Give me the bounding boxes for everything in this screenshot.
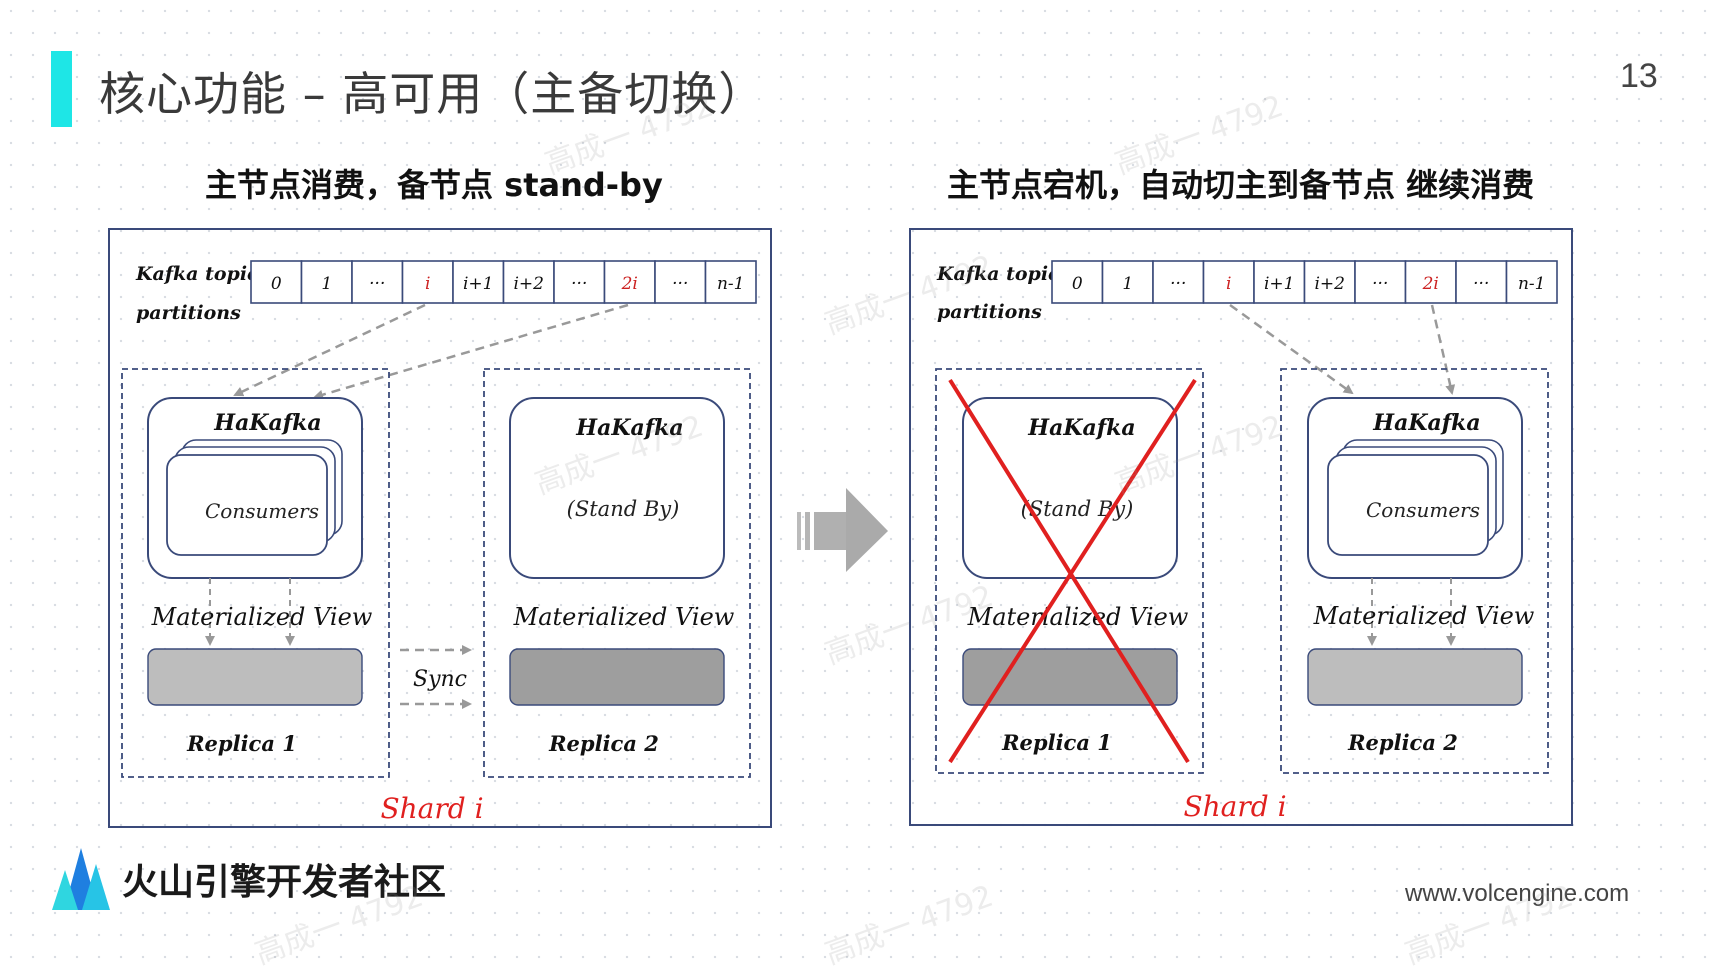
partition-cell <box>1152 260 1205 304</box>
right-replica1-name: Replica 1 <box>1001 730 1112 755</box>
partition-label: i <box>425 274 430 294</box>
page-number: 13 <box>1620 57 1658 95</box>
right-replica1-hakafka: HaKafka <box>1027 415 1135 441</box>
failure-cross-line-2 <box>948 378 1197 764</box>
right-replica2-mv: Materialized View <box>1313 602 1535 630</box>
partition-label: i <box>1226 274 1231 294</box>
left-partition-row: 0 1 ··· i i+1 i+2 ··· 2i ··· n-1 <box>250 260 757 304</box>
left-topic-label: Kafka topic <box>135 263 259 285</box>
partition-label: 1 <box>1122 274 1133 294</box>
partition-label: 0 <box>271 274 282 294</box>
partition-cell <box>250 260 303 304</box>
partition-label: 1 <box>321 274 332 294</box>
partition-label: ··· <box>1473 274 1489 294</box>
left-replica2-hakafka: HaKafka <box>575 415 683 441</box>
partition-label: 2i <box>1422 274 1439 294</box>
partition-label: i+1 <box>1264 274 1295 294</box>
right-topic-label: Kafka topic <box>936 263 1060 285</box>
left-replica1-table <box>147 648 363 706</box>
left-arrow-2i <box>313 303 629 400</box>
left-replica2-standby: (Stand By) <box>567 497 680 521</box>
partition-label: i+2 <box>1315 274 1346 294</box>
partition-label: i+1 <box>463 274 494 294</box>
partition-cell <box>502 260 555 304</box>
partition-cell <box>1101 260 1154 304</box>
left-replica2-box <box>483 368 751 778</box>
partition-cell <box>401 260 454 304</box>
partition-label: n-1 <box>717 274 745 294</box>
partition-label: n-1 <box>1518 274 1546 294</box>
volcano-logo-icon <box>52 848 110 910</box>
title-accent-bar <box>51 51 72 127</box>
consumer-card-front <box>1327 454 1489 556</box>
failure-cross-line-1 <box>948 378 1190 764</box>
brand-logo: 火山引擎开发者社区 <box>52 848 446 910</box>
right-partitions-label: partitions <box>937 301 1042 323</box>
right-shard-label: Shard i <box>1183 790 1286 823</box>
right-replica1-box <box>935 368 1204 774</box>
right-outer-box <box>909 228 1573 826</box>
right-replica2-table <box>1307 648 1523 706</box>
footer-url: www.volcengine.com <box>1405 880 1630 907</box>
partition-label: ··· <box>672 274 688 294</box>
right-replica2-hakafka: HaKafka <box>1372 410 1480 436</box>
right-panel: Kafka topic partitions 0 1 ··· i i+1 i+2 ··· 2i… <box>909 228 1573 826</box>
brand-name: 火山引擎开发者社区 <box>122 862 447 903</box>
sync-label: Sync <box>413 667 467 692</box>
partition-cell <box>704 260 757 304</box>
left-heading: 主节点消费，备节点 stand-by <box>205 166 663 204</box>
consumer-card-front <box>166 454 328 556</box>
left-partitions-label: partitions <box>136 302 241 324</box>
left-arrow-i <box>233 303 426 397</box>
partition-label: 0 <box>1072 274 1083 294</box>
left-replica2-mv: Materialized View <box>513 603 735 631</box>
left-replica2-hakafka-box <box>509 397 725 579</box>
right-replica2-box <box>1280 368 1549 774</box>
right-arrow-2i <box>1430 304 1456 395</box>
partition-cell <box>1404 260 1457 304</box>
partition-cell <box>1455 260 1508 304</box>
left-replica2-table <box>509 648 725 706</box>
partition-cell <box>1202 260 1255 304</box>
partition-label: ··· <box>1170 274 1186 294</box>
partition-cell <box>1505 260 1558 304</box>
partition-cell <box>603 260 656 304</box>
left-replica1-mv: Materialized View <box>151 603 373 631</box>
partition-label: i+2 <box>514 274 545 294</box>
right-replica1-mv: Materialized View <box>967 603 1189 631</box>
partition-cell <box>351 260 404 304</box>
left-replica1-box <box>121 368 390 778</box>
right-partition-row: 0 1 ··· i i+1 i+2 ··· 2i ··· n-1 <box>1051 260 1558 304</box>
partition-label: 2i <box>621 274 638 294</box>
slide-title: 核心功能 – 高可用（主备切换） <box>99 67 766 121</box>
left-outer-box <box>108 228 772 828</box>
partition-cell <box>1051 260 1104 304</box>
partition-label: ··· <box>1372 274 1388 294</box>
left-panel: Kafka topic partitions 0 1 ··· i i+1 i+2 ··· 2i… <box>108 228 772 828</box>
right-arrow-i <box>1229 303 1354 395</box>
right-heading: 主节点宕机，自动切主到备节点 继续消费 <box>947 166 1535 204</box>
partition-cell <box>553 260 606 304</box>
left-replica2-name: Replica 2 <box>548 731 659 756</box>
right-replica1-table <box>962 648 1178 706</box>
partition-cell <box>1253 260 1306 304</box>
left-shard-label: Shard i <box>380 792 483 825</box>
partition-cell <box>452 260 505 304</box>
left-replica1-name: Replica 1 <box>186 731 297 756</box>
transition-arrow <box>797 488 888 572</box>
partition-label: ··· <box>369 274 385 294</box>
partition-cell <box>654 260 707 304</box>
right-replica2-consumers: Consumers <box>1366 498 1480 522</box>
partition-label: ··· <box>571 274 587 294</box>
right-replica2-name: Replica 2 <box>1347 730 1458 755</box>
left-replica1-consumers: Consumers <box>205 499 319 523</box>
left-replica1-hakafka: HaKafka <box>213 410 321 436</box>
